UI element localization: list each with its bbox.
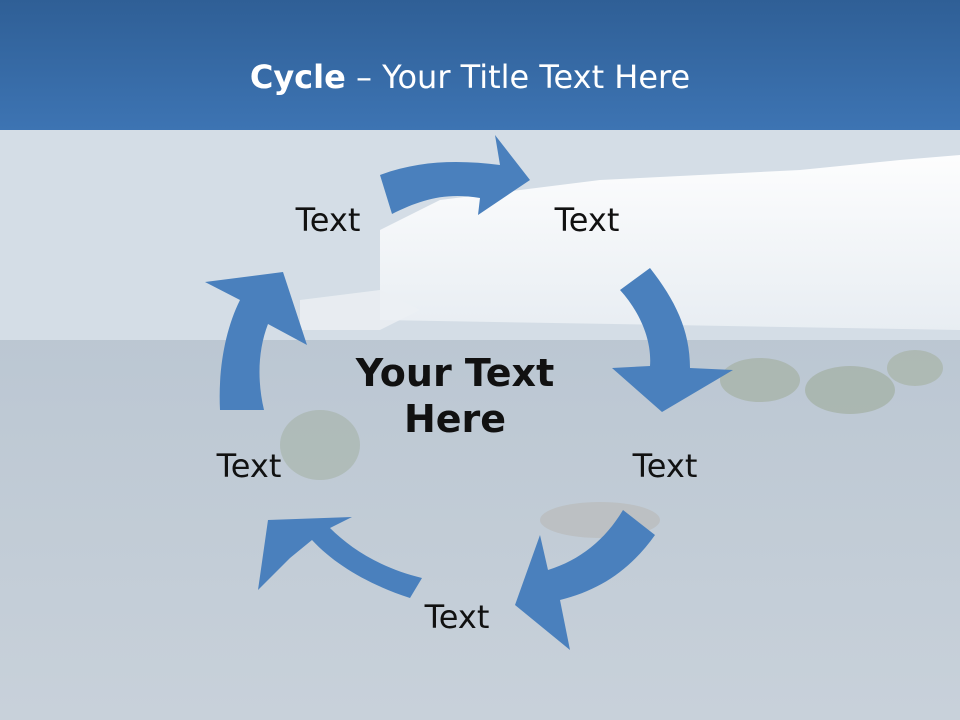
center-text-line2: Here — [403, 397, 507, 441]
title-bold-part: Cycle — [249, 58, 346, 96]
node-label-5: Text — [216, 447, 282, 485]
slide-title: Cycle – Your Title Text Here — [0, 58, 940, 96]
cycle-arrow-2 — [612, 268, 733, 412]
cycle-arrow-1 — [380, 135, 530, 215]
center-text: Your Text Here — [325, 350, 585, 442]
node-label-3: Text — [632, 447, 698, 485]
title-bar — [0, 0, 960, 130]
cycle-arrow-4 — [258, 517, 422, 598]
node-label-4: Text — [424, 598, 490, 636]
center-text-line1: Your Text — [355, 351, 555, 395]
node-label-1: Text — [295, 201, 361, 239]
cycle-arrow-3 — [515, 510, 655, 650]
title-rest-part: – Your Title Text Here — [345, 58, 691, 96]
node-label-2: Text — [554, 201, 620, 239]
cycle-arrow-5 — [205, 272, 307, 410]
